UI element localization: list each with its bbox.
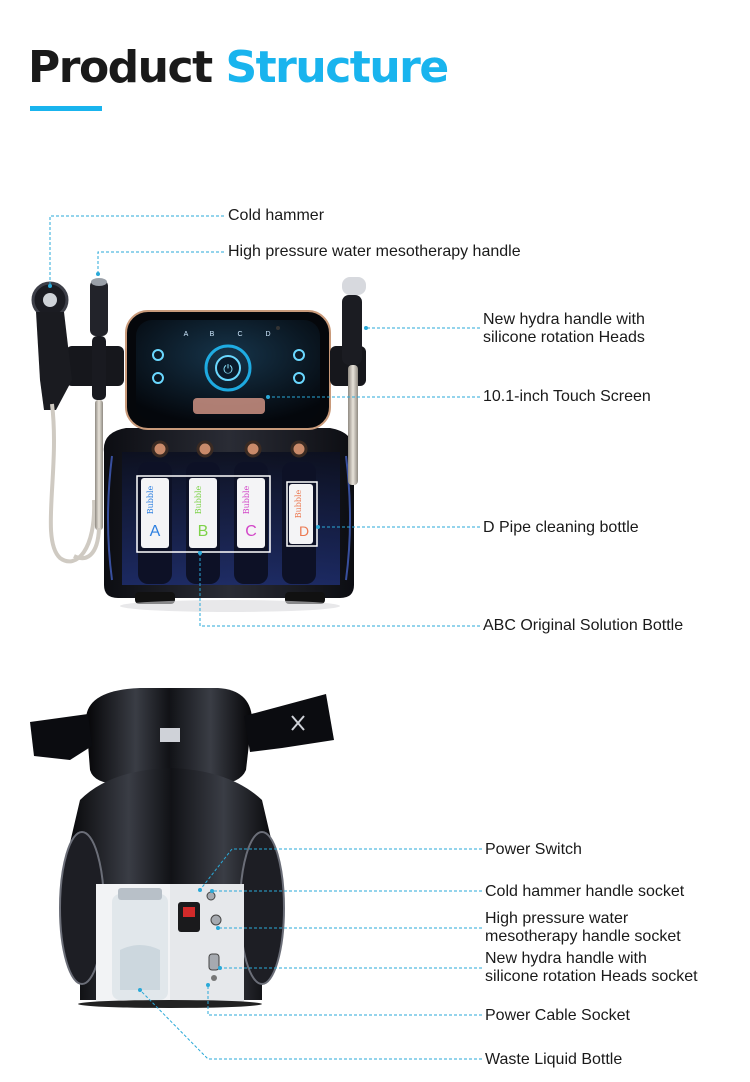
bottle-a-brand: Bubble xyxy=(146,485,155,514)
screen-button-c[interactable]: C xyxy=(237,331,242,338)
title-underline xyxy=(30,106,102,111)
label-touch-screen: 10.1-inch Touch Screen xyxy=(483,388,651,405)
rear-leader-lines xyxy=(138,848,482,1060)
title-word-structure: Structure xyxy=(225,42,449,93)
label-waste-bottle: Waste Liquid Bottle xyxy=(485,1051,623,1068)
screen-button-b[interactable]: B xyxy=(210,331,215,338)
high-pressure-handle xyxy=(73,278,108,561)
bottle-a-letter: A xyxy=(150,523,161,540)
front-leader-lines xyxy=(48,215,480,627)
label-d-pipe-bottle: D Pipe cleaning bottle xyxy=(483,519,639,536)
hydra-handle xyxy=(342,277,366,485)
bottle-d-letter: D xyxy=(299,523,309,539)
label-cold-hammer-socket: Cold hammer handle socket xyxy=(485,883,685,900)
label-hp-socket-line2: mesotherapy handle socket xyxy=(485,928,681,945)
label-power-cable-socket: Power Cable Socket xyxy=(485,1007,630,1024)
bottle-b-brand: Bubble xyxy=(194,485,203,514)
bottle-c-brand: Bubble xyxy=(242,485,251,514)
bottle-b-letter: B xyxy=(198,523,209,540)
bottle-b: Bubble B xyxy=(189,478,217,548)
label-hp-socket-line1: High pressure water xyxy=(485,910,629,927)
bottle-a: Bubble A xyxy=(141,478,169,548)
label-hydra-handle-line1: New hydra handle with xyxy=(483,311,645,328)
label-cold-hammer: Cold hammer xyxy=(228,207,325,224)
bottle-c: Bubble C xyxy=(237,478,265,548)
bottle-d: Bubble D xyxy=(289,484,313,544)
title-word-product: Product xyxy=(28,42,213,93)
bottle-d-brand: Bubble xyxy=(294,489,303,518)
screen-button-d[interactable]: D xyxy=(265,331,270,338)
screen-button-a[interactable]: A xyxy=(184,331,189,338)
waste-liquid-bottle xyxy=(112,888,168,1000)
label-power-switch: Power Switch xyxy=(485,841,582,858)
label-abc-bottle: ABC Original Solution Bottle xyxy=(483,617,684,634)
svg-text:⏻: ⏻ xyxy=(223,362,233,376)
front-machine: ⏻ A B C D xyxy=(31,277,366,612)
cold-hammer-handle xyxy=(31,281,97,564)
bottle-c-letter: C xyxy=(245,523,257,540)
label-high-pressure-handle: High pressure water mesotherapy handle xyxy=(228,243,521,260)
rear-machine xyxy=(30,688,334,1008)
label-hydra-socket-line2: silicone rotation Heads socket xyxy=(485,968,698,985)
label-hydra-socket-line1: New hydra handle with xyxy=(485,950,647,967)
label-hydra-handle-line2: silicone rotation Heads xyxy=(483,329,645,346)
page-title: Product Structure xyxy=(28,40,449,96)
